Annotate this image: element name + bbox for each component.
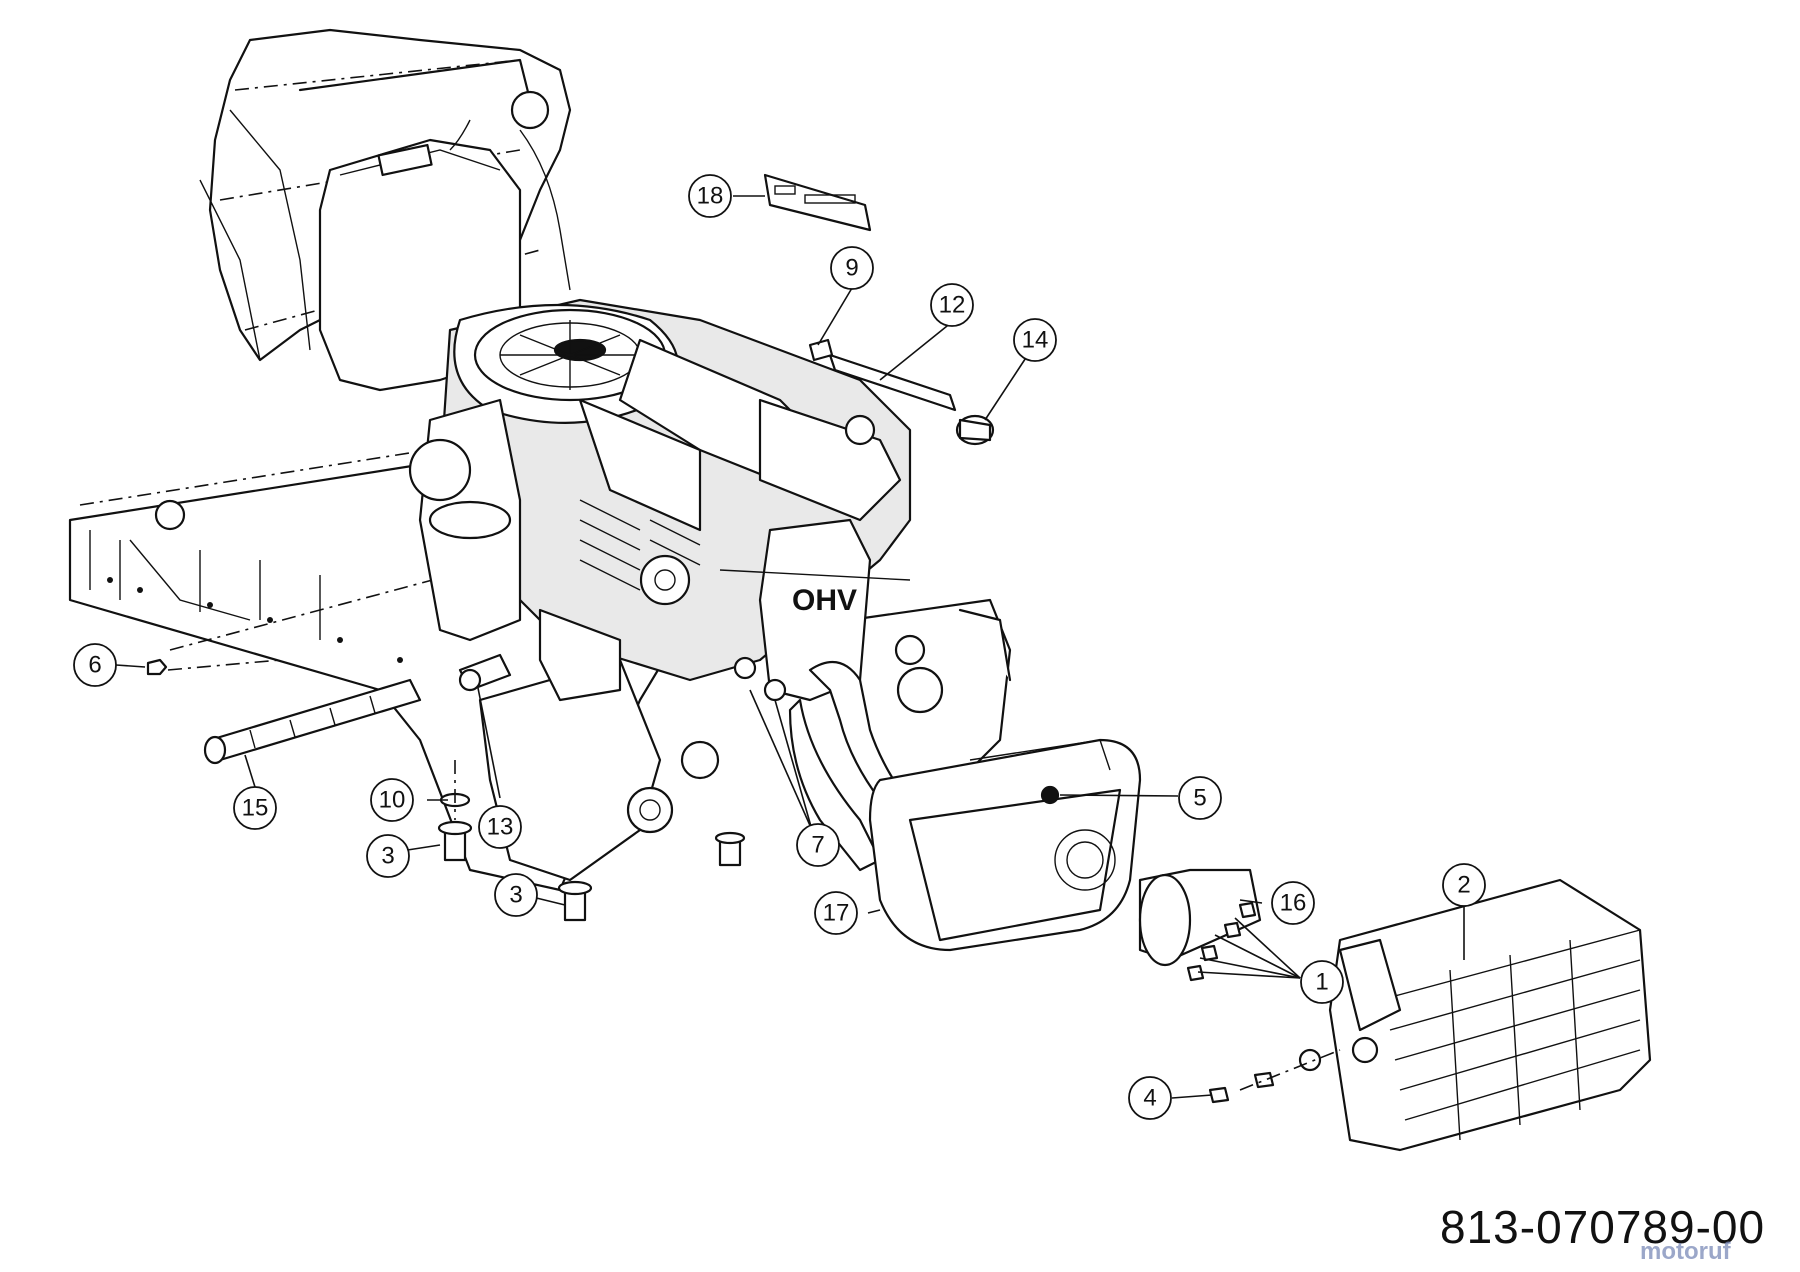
engine: OHV: [408, 298, 912, 702]
callout-number: 17: [823, 900, 850, 927]
callout-number: 10: [379, 787, 406, 814]
callout-15: 15: [233, 786, 277, 830]
callout-number: 14: [1022, 327, 1049, 354]
callout-number: 9: [845, 255, 858, 282]
callout-6: 6: [73, 643, 117, 687]
callout-number: 13: [487, 814, 514, 841]
callout-12: 12: [930, 283, 974, 327]
callout-number: 5: [1193, 785, 1206, 812]
callout-7: 7: [796, 823, 840, 867]
callout-3b: 3: [494, 873, 538, 917]
callout-number: 1: [1315, 969, 1328, 996]
callout-2: 2: [1442, 863, 1486, 907]
callout-17: 17: [814, 891, 858, 935]
callout-number: 3: [381, 843, 394, 870]
leader-lines: [115, 195, 1465, 1099]
callout-number: 18: [697, 183, 724, 210]
callout-14: 14: [1013, 318, 1057, 362]
hardware: [146, 173, 1341, 1104]
exhaust-pipe: [788, 660, 902, 872]
muffler-guard: [1298, 878, 1652, 1152]
callout-number: 2: [1457, 872, 1470, 899]
callout-4: 4: [1128, 1076, 1172, 1120]
callout-1: 1: [1300, 960, 1344, 1004]
callout-number: 6: [88, 652, 101, 679]
callout-number: 12: [939, 292, 966, 319]
callout-number: 4: [1143, 1085, 1156, 1112]
callout-number: 16: [1280, 890, 1307, 917]
callout-5: 5: [1178, 776, 1222, 820]
watermark-logo: motoruf: [1640, 1238, 1731, 1265]
callout-18: 18: [688, 174, 732, 218]
callout-9: 9: [830, 246, 874, 290]
callout-10: 10: [370, 778, 414, 822]
muffler: [868, 738, 1142, 952]
spark-arrestor: [1138, 868, 1262, 967]
callout-number: 7: [811, 832, 824, 859]
callout-number: 3: [509, 882, 522, 909]
callout-3a: 3: [366, 834, 410, 878]
callout-13: 13: [478, 805, 522, 849]
engine-ohv-label: OHV: [792, 584, 857, 617]
callout-16: 16: [1271, 881, 1315, 925]
callout-number: 15: [242, 795, 269, 822]
drawing-number: 813-070789-00: [1440, 1201, 1766, 1253]
